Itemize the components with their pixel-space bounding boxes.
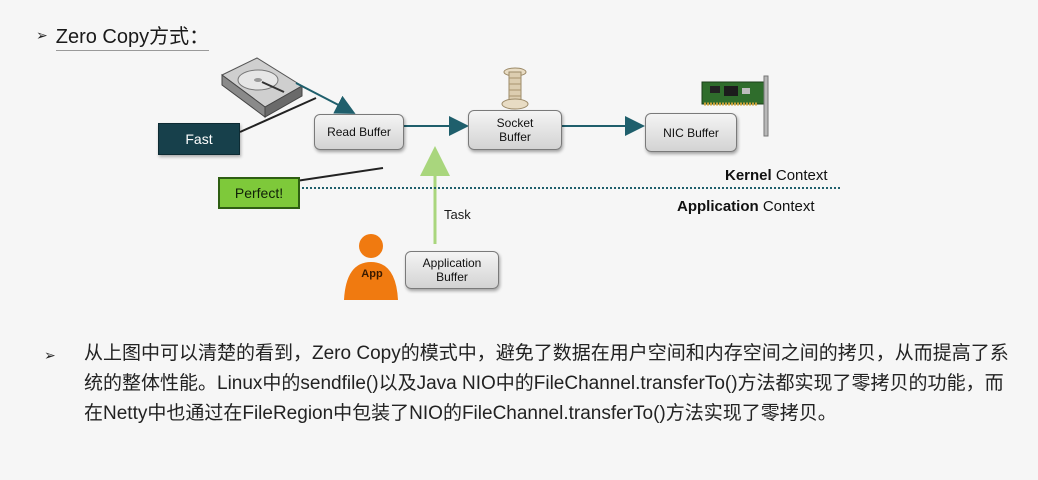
network-card-icon xyxy=(701,75,769,137)
read-buffer-label: Read Buffer xyxy=(327,125,391,139)
read-buffer-box: Read Buffer xyxy=(314,114,404,150)
application-context-word: Context xyxy=(758,198,815,215)
kernel-word: Kernel xyxy=(725,167,772,184)
kernel-context-word: Context xyxy=(771,167,828,184)
arrow-bullet-icon: ➢ xyxy=(44,347,56,363)
section-heading: ➢ Zero Copy方式： xyxy=(36,20,210,51)
socket-buffer-box: Socket Buffer xyxy=(468,110,562,150)
app-person-label: App xyxy=(361,268,383,280)
application-context-label: Application Context xyxy=(677,198,815,215)
kernel-context-label: Kernel Context xyxy=(725,167,828,184)
task-label: Task xyxy=(444,207,471,222)
application-buffer-line1: Application xyxy=(422,256,482,270)
fast-label: Fast xyxy=(158,123,240,155)
nic-buffer-box: NIC Buffer xyxy=(645,113,737,152)
application-word: Application xyxy=(677,198,759,215)
hard-disk-icon xyxy=(221,57,303,118)
socket-buffer-line2: Buffer xyxy=(499,130,531,144)
heading-title: Zero Copy方式： xyxy=(55,20,210,51)
perfect-label: Perfect! xyxy=(218,177,300,209)
application-buffer-box: Application Buffer xyxy=(405,251,499,289)
explanation-paragraph: ➢ 从上图中可以清楚的看到，Zero Copy的模式中，避免了数据在用户空间和内… xyxy=(44,339,1024,429)
socket-buffer-line1: Socket xyxy=(496,116,534,130)
person-app-icon xyxy=(344,234,398,300)
socket-spool-icon xyxy=(501,67,529,110)
nic-buffer-label: NIC Buffer xyxy=(663,125,719,140)
diagram-canvas xyxy=(221,57,842,300)
explanation-text: 从上图中可以清楚的看到，Zero Copy的模式中，避免了数据在用户空间和内存空… xyxy=(84,343,1009,424)
application-buffer-line2: Buffer xyxy=(436,270,468,284)
arrow-bullet-icon: ➢ xyxy=(36,27,48,43)
zero-copy-diagram: Fast Perfect! Read Buffer Socket Buffer … xyxy=(158,57,842,300)
